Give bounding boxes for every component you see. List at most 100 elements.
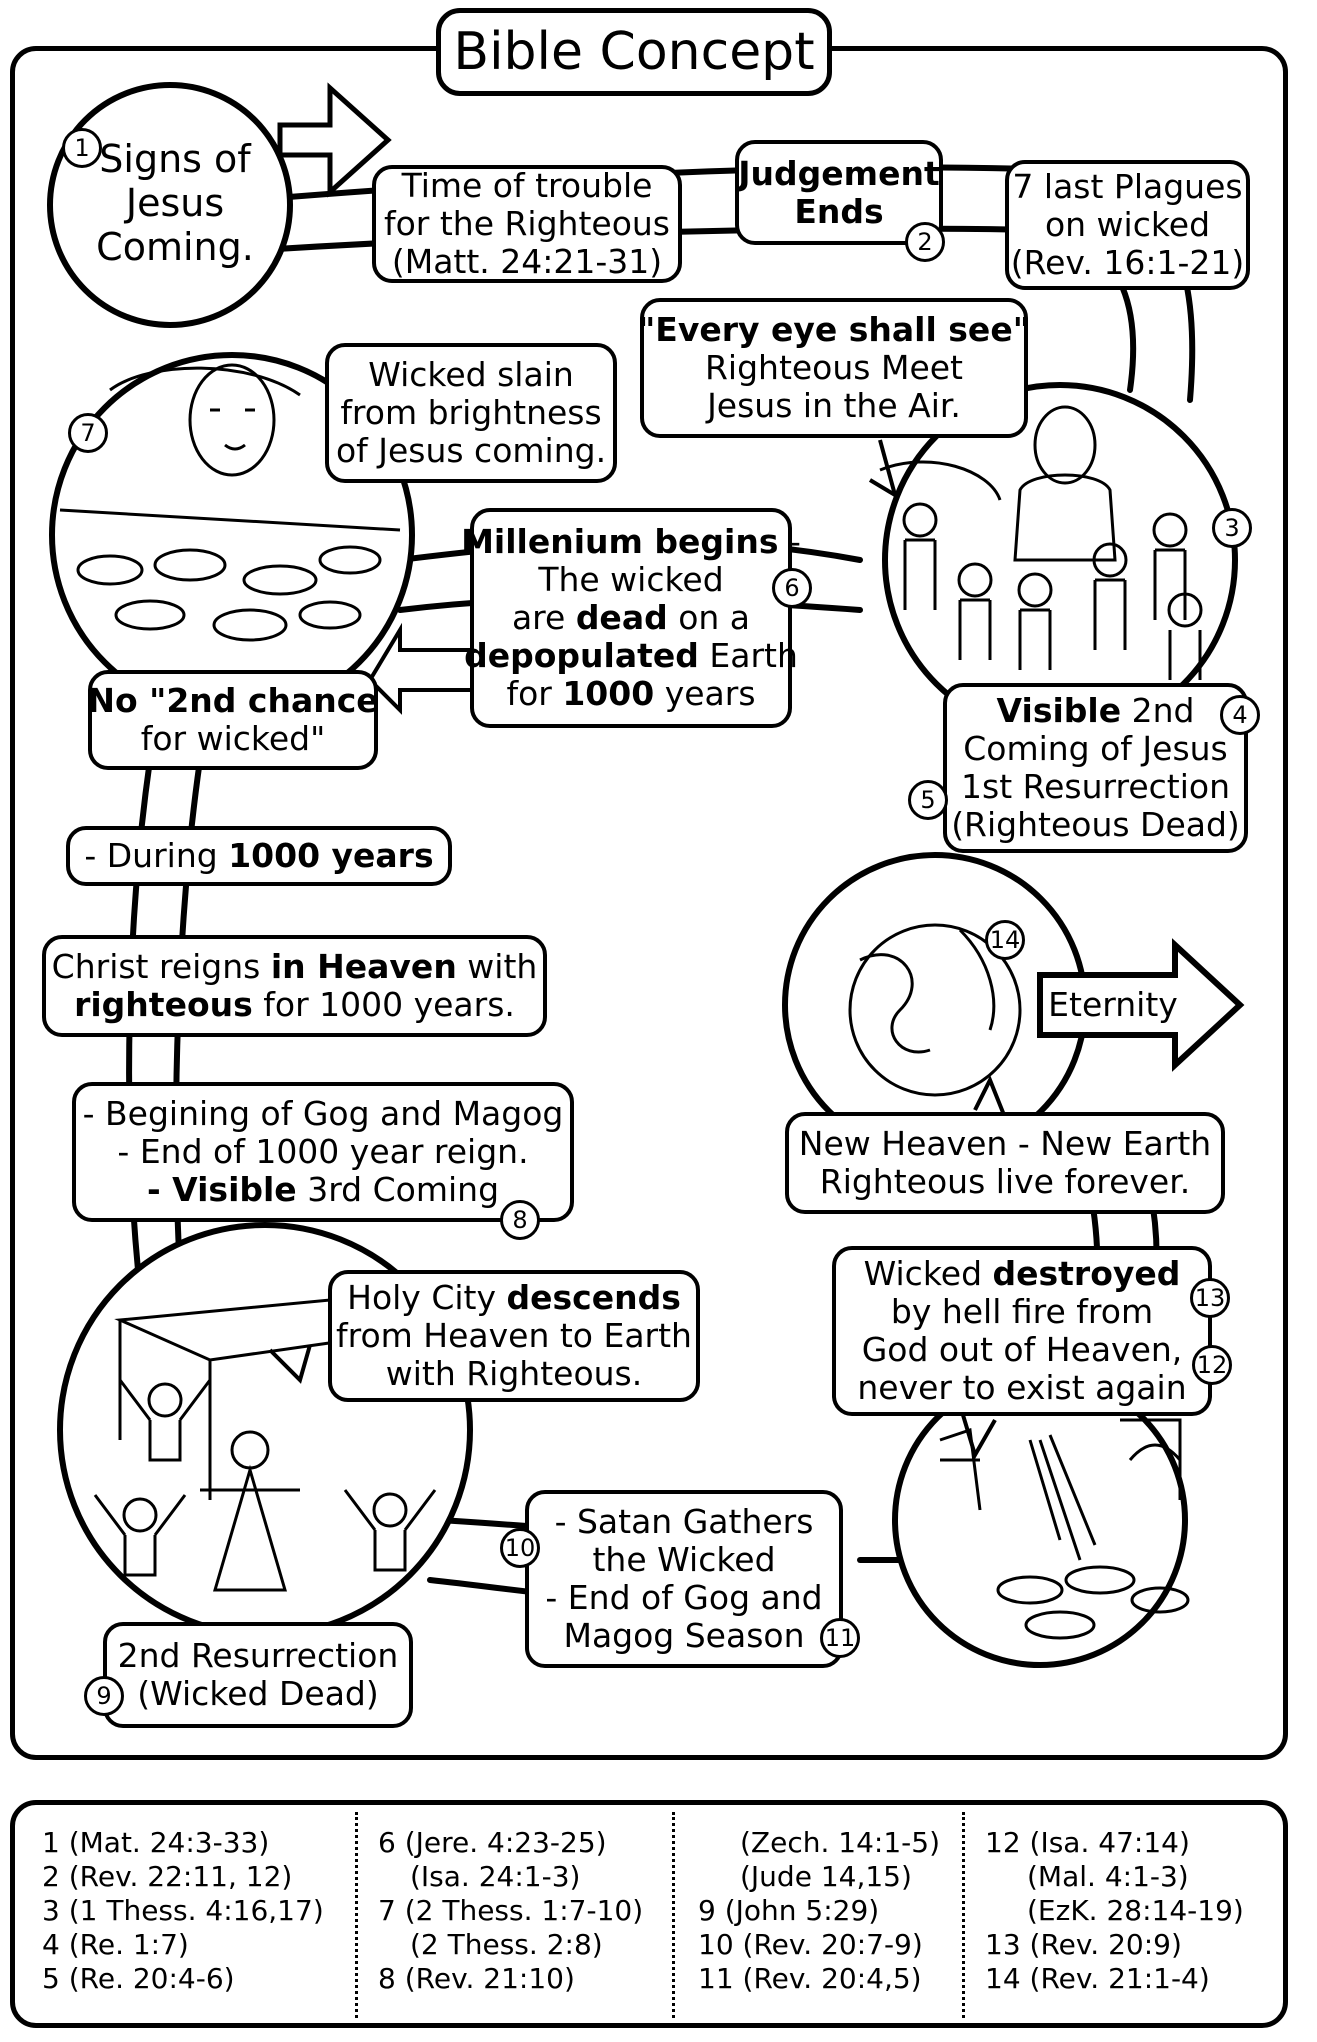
millenium-are: are [511,598,576,637]
box-gog-magog: - Begining of Gog and Magog - End of 100… [72,1082,574,1222]
marker-12: 12 [1192,1345,1232,1385]
visible-word: Visible [996,691,1122,730]
christ-in-heaven: in Heaven [270,947,457,986]
arrow-eternity [1037,938,1245,1072]
christ-righteous: righteous [74,985,253,1024]
gog-line-3: - Visible 3rd Coming [147,1171,499,1209]
judgement-line-1: Judgement [738,153,940,193]
references-panel [10,1800,1288,2028]
arrow-to-jesus-air [868,439,899,500]
christ-with: with [456,947,538,986]
arrow-signs [277,82,392,198]
ref-11: 11 (Rev. 20:4,5) [698,1962,922,1995]
satan-line-1: - Satan Gathers [554,1502,814,1541]
ref-7b: (2 Thess. 2:8) [410,1928,603,1961]
second-res-line-1: 2nd Resurrection [117,1636,399,1675]
page-title: Bible Concept [436,8,832,96]
box-last-plagues: 7 last Plagues on wicked (Rev. 16:1-21) [1005,160,1250,290]
ref-3: 3 (1 Thess. 4:16,17) [42,1894,324,1927]
holy-line-1: Holy City descends [347,1279,681,1317]
references-col-2: 6 (Jere. 4:23-25) (Isa. 24:1-3) 7 (2 The… [378,1826,643,1996]
gog-3rd: 3rd Coming [296,1170,500,1209]
visible-line-1: Visible 2nd [997,692,1195,730]
ref-2: 2 (Rev. 22:11, 12) [42,1860,293,1893]
references-separator-1 [355,1812,358,2018]
millenium-years: years [654,674,756,713]
ref-14: 14 (Rev. 21:1-4) [985,1962,1210,1995]
box-every-eye: "Every eye shall see" Righteous Meet Jes… [638,298,1030,438]
box-millenium: Millenium begins - The wicked are dead o… [461,508,801,728]
ref-8: 8 (Rev. 21:10) [378,1962,575,1995]
every-eye-line-3: Jesus in the Air. [707,386,961,425]
visible-line-4: (Righteous Dead) [951,805,1240,844]
references-col-4: 12 (Isa. 47:14) (Mal. 4:1-3) (EzK. 28:14… [985,1826,1244,1996]
holy-line-2: from Heaven to Earth [336,1316,692,1355]
satan-line-4: Magog Season [563,1616,805,1655]
ref-7: 7 (2 Thess. 1:7-10) [378,1894,644,1927]
trouble-line-2: for the Righteous [383,204,670,243]
millenium-line-1: Millenium begins - [461,523,801,561]
signs-label: Signs of Jesus Coming. [95,128,255,278]
eternity-text: Eternity [1048,985,1178,1024]
christ-prefix: Christ reigns [51,947,271,986]
every-eye-line-1: "Every eye shall see" [638,310,1030,349]
box-satan-gathers: - Satan Gathers the Wicked - End of Gog … [525,1490,843,1668]
ref-1: 1 (Mat. 24:3-33) [42,1826,270,1859]
ref-12: 12 (Isa. 47:14) [985,1826,1190,1859]
ref-8c: (Jude 14,15) [740,1860,912,1893]
marker-4: 4 [1220,695,1260,735]
new-heaven-line-2: Righteous live forever. [819,1162,1191,1201]
wicked-slain-line-2: from brightness [340,393,602,432]
ref-5: 5 (Re. 20:4-6) [42,1962,235,1995]
references-separator-3 [962,1812,965,2018]
every-eye-line-2: Righteous Meet [704,348,963,387]
references-col-1: 1 (Mat. 24:3-33) 2 (Rev. 22:11, 12) 3 (1… [42,1826,324,1996]
signs-circle [47,82,293,328]
marker-10: 10 [500,1528,540,1568]
ref-8b: (Zech. 14:1-5) [740,1826,940,1859]
destroyed-line-2: by hell fire from [890,1292,1154,1331]
millenium-dash: - [778,522,801,561]
millenium-1000: 1000 [562,674,655,713]
ref-13: 13 (Rev. 20:9) [985,1928,1182,1961]
no-second-line-1: No "2nd chance [87,681,379,720]
new-heaven-line-1: New Heaven - New Earth [798,1124,1212,1163]
box-christ-reigns: Christ reigns in Heaven with righteous f… [42,935,547,1037]
gog-visible: - Visible [146,1170,297,1209]
second-res-line-2: (Wicked Dead) [137,1674,379,1713]
millenium-line-2: The wicked [538,560,724,599]
marker-2: 2 [905,222,945,262]
during-line: - During 1000 years [84,837,433,875]
plagues-line-3: (Rev. 16:1-21) [1010,243,1245,282]
box-second-resurrection: 2nd Resurrection (Wicked Dead) [103,1622,413,1728]
no-second-line-2: for wicked" [140,719,326,758]
arrow-to-hell-fire [958,1404,997,1461]
box-wicked-slain: Wicked slain from brightness of Jesus co… [325,343,617,483]
marker-13: 13 [1190,1278,1230,1318]
visible-2nd: 2nd [1121,691,1195,730]
box-new-heaven: New Heaven - New Earth Righteous live fo… [785,1112,1225,1214]
visible-line-3: 1st Resurrection [961,767,1230,806]
marker-8: 8 [500,1200,540,1240]
judgement-line-2: Ends [794,191,884,231]
gog-line-1: - Begining of Gog and Magog [82,1094,564,1133]
wicked-slain-line-1: Wicked slain [368,355,574,394]
ref-9: 9 (John 5:29) [698,1894,880,1927]
during-prefix: - During [84,836,229,875]
satan-line-2: the Wicked [592,1540,776,1579]
millenium-earth: Earth [698,636,798,675]
arrow-to-holy-city [268,1344,312,1384]
destroyed-prefix: Wicked [863,1254,993,1293]
eternity-label: Eternity [1048,980,1178,1030]
millenium-line-3: are dead on a [512,599,750,637]
marker-6: 6 [772,568,812,608]
holy-descends: descends [506,1278,681,1317]
marker-1: 1 [62,128,102,168]
ref-4: 4 (Re. 1:7) [42,1928,189,1961]
ref-10: 10 (Rev. 20:7-9) [698,1928,923,1961]
box-holy-city: Holy City descends from Heaven to Earth … [328,1270,700,1402]
millenium-dead: dead [575,598,668,637]
destroyed-line-3: God out of Heaven, [861,1330,1183,1369]
christ-line-1: Christ reigns in Heaven with [52,948,538,986]
destroyed-word: destroyed [992,1254,1181,1293]
